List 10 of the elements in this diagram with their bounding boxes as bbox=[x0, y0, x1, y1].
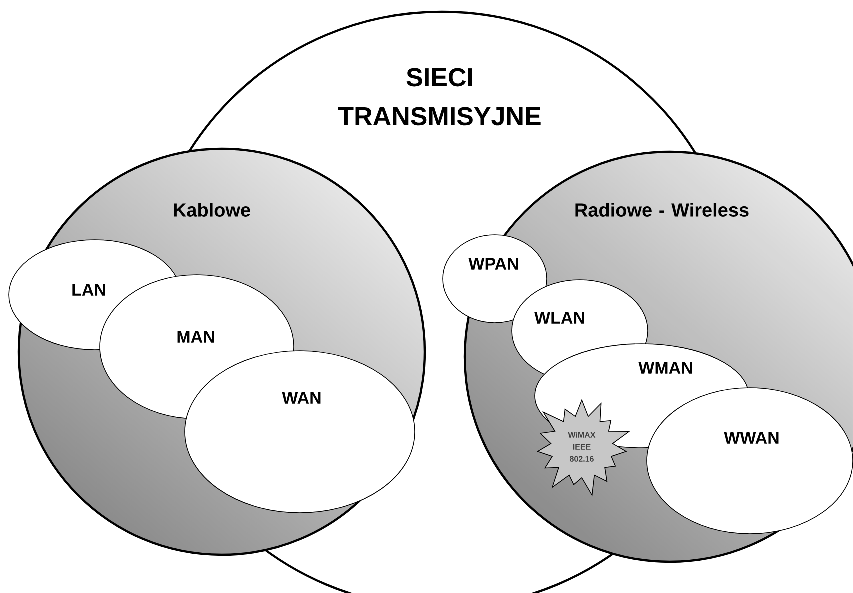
network-label: WAN bbox=[282, 392, 321, 404]
network-label: MAN bbox=[178, 331, 214, 343]
network-label: WLAN bbox=[534, 312, 584, 324]
network-label: WWAN bbox=[724, 432, 779, 444]
network-label: WPAN bbox=[468, 258, 518, 270]
network-label: WMAN bbox=[638, 362, 692, 374]
network-label: Radiowe - Wireless bbox=[576, 203, 749, 217]
network-label: Kablowe bbox=[174, 203, 250, 217]
title: SIECI TRANSMISYJNE bbox=[338, 68, 541, 126]
network-label: LAN bbox=[72, 284, 106, 296]
